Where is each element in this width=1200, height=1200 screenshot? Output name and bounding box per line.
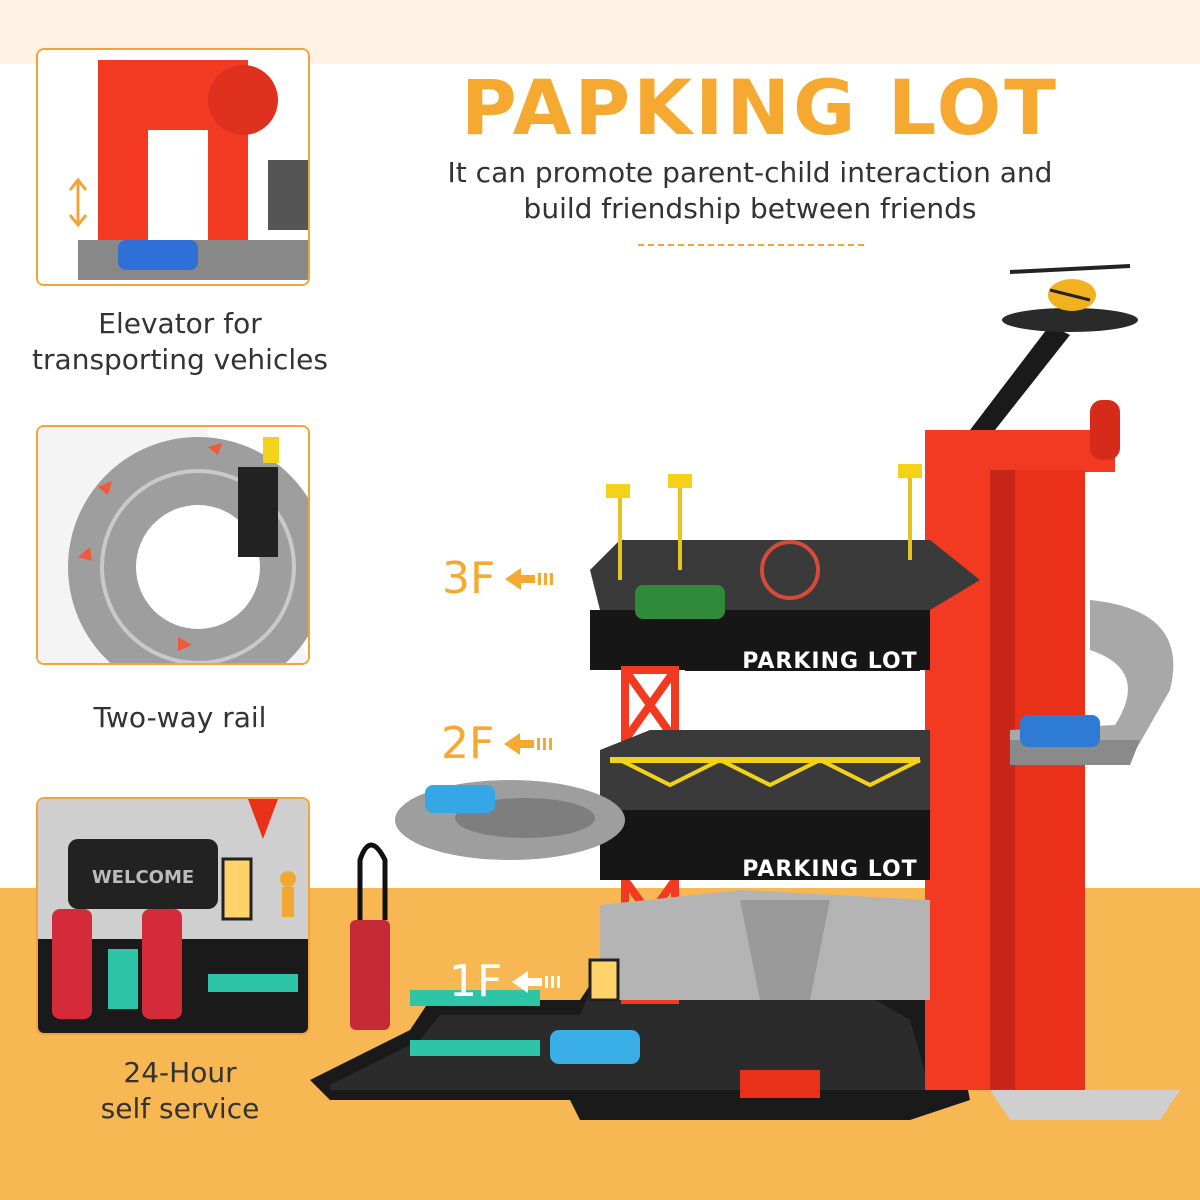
floor-label-2f: 2F <box>441 718 553 769</box>
rail-caption: Two-way rail <box>20 700 340 736</box>
caption-line-2: transporting vehicles <box>32 343 328 376</box>
left-arrow-icon <box>512 970 561 993</box>
left-arrow-icon <box>504 732 553 755</box>
dashed-divider <box>638 244 864 246</box>
floor-label-1f: 1F <box>449 956 561 1007</box>
floor-text: 1F <box>449 956 503 1007</box>
subtitle-line-1: It can promote parent-child interaction … <box>447 156 1053 189</box>
parking-lot-sign-3f: PARKING LOT <box>742 649 917 674</box>
self-service-caption: 24-Hour self service <box>20 1055 340 1127</box>
elevator-thumbnail <box>36 48 310 286</box>
page-subtitle: It can promote parent-child interaction … <box>430 155 1070 227</box>
caption-line-1: 24-Hour <box>123 1056 237 1089</box>
floor-text: 3F <box>442 553 496 604</box>
left-arrow-icon <box>505 567 554 590</box>
caption-line-2: self service <box>100 1092 260 1125</box>
spiral-rail-thumbnail <box>36 425 310 665</box>
parking-lot-sign-2f: PARKING LOT <box>742 857 917 882</box>
welcome-sign-text: WELCOME <box>92 867 194 888</box>
floor-text: 2F <box>441 718 495 769</box>
floor-label-3f: 3F <box>442 553 554 604</box>
caption-line-1: Elevator for <box>98 307 262 340</box>
subtitle-line-2: build friendship between friends <box>523 192 977 225</box>
car-wash-thumbnail: WELCOME <box>36 797 310 1035</box>
caption-line-1: Two-way rail <box>93 701 267 734</box>
page-title: PAPKING LOT <box>460 63 1060 152</box>
parking-garage-illustration: PARKING LOT PARKING LOT <box>310 264 1180 1120</box>
elevator-caption: Elevator for transporting vehicles <box>20 306 340 378</box>
